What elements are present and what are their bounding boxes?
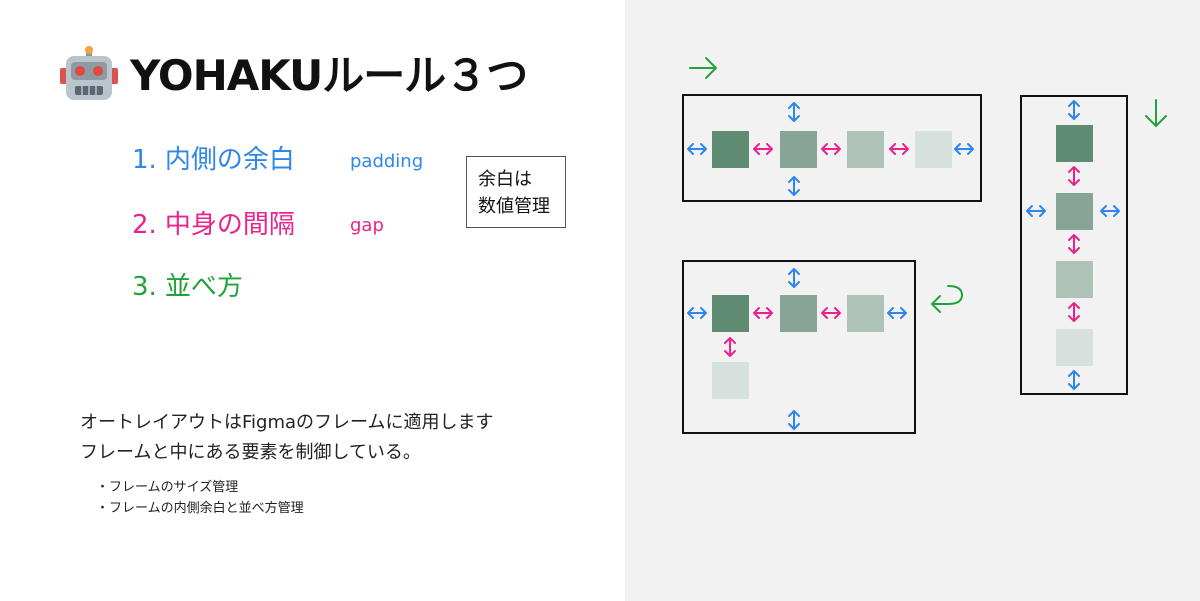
note-line: 数値管理 bbox=[478, 196, 550, 217]
padding-arrow bbox=[887, 307, 907, 319]
padding-arrow bbox=[788, 102, 800, 122]
gap-arrow bbox=[1068, 234, 1080, 254]
description-line: オートレイアウトはFigmaのフレームに適用します bbox=[80, 412, 494, 433]
gap-arrow bbox=[1068, 302, 1080, 322]
page-title: YOHAKUルール３つ bbox=[130, 51, 528, 100]
layout-item bbox=[780, 131, 817, 168]
rule-number: 2. bbox=[132, 210, 157, 240]
layout-item bbox=[847, 131, 884, 168]
gap-arrow bbox=[724, 337, 736, 357]
padding-arrow bbox=[788, 268, 800, 288]
padding-arrow bbox=[954, 143, 974, 155]
wrap-arrow-icon bbox=[930, 285, 964, 313]
rule-direction: 3.並べ方 bbox=[132, 270, 243, 304]
layout-frame bbox=[682, 94, 982, 202]
bullet-item: ・フレームの内側余白と並べ方管理 bbox=[96, 501, 304, 516]
layout-item bbox=[1056, 125, 1093, 162]
padding-arrow bbox=[1068, 100, 1080, 120]
rule-number: 1. bbox=[132, 145, 157, 175]
layout-item bbox=[847, 295, 884, 332]
note-line: 余白は bbox=[478, 169, 532, 190]
rule-gap: 2.中身の間隔 bbox=[132, 208, 295, 242]
note-box: 余白は 数値管理 bbox=[466, 156, 566, 228]
layout-item bbox=[712, 131, 749, 168]
rule-number: 3. bbox=[132, 272, 157, 302]
bullet-item: ・フレームのサイズ管理 bbox=[96, 480, 239, 495]
layout-item bbox=[780, 295, 817, 332]
padding-arrow bbox=[788, 176, 800, 196]
layout-frame bbox=[1020, 95, 1128, 395]
padding-arrow bbox=[1068, 370, 1080, 390]
layout-item bbox=[1056, 193, 1093, 230]
layout-item bbox=[712, 362, 749, 399]
layout-item bbox=[712, 295, 749, 332]
left-panel bbox=[0, 0, 625, 601]
robot-icon bbox=[60, 46, 118, 100]
padding-arrow bbox=[1100, 205, 1120, 217]
padding-arrow bbox=[687, 143, 707, 155]
layout-item bbox=[915, 131, 952, 168]
gap-arrow bbox=[1068, 166, 1080, 186]
gap-arrow bbox=[753, 143, 773, 155]
gap-arrow bbox=[821, 143, 841, 155]
gap-arrow bbox=[753, 307, 773, 319]
rule-sub-label: gap bbox=[350, 215, 384, 236]
gap-arrow bbox=[821, 307, 841, 319]
layout-item bbox=[1056, 329, 1093, 366]
padding-arrow bbox=[788, 410, 800, 430]
padding-arrow bbox=[687, 307, 707, 319]
layout-item bbox=[1056, 261, 1093, 298]
rule-label: 中身の間隔 bbox=[164, 210, 295, 240]
layout-frame bbox=[682, 260, 916, 434]
rule-padding: 1.内側の余白 bbox=[132, 143, 295, 177]
arrow-down-icon bbox=[1145, 99, 1167, 128]
arrow-right-icon bbox=[689, 57, 718, 79]
padding-arrow bbox=[1026, 205, 1046, 217]
gap-arrow bbox=[889, 143, 909, 155]
rule-label: 並べ方 bbox=[164, 272, 243, 302]
rule-sub-label: padding bbox=[350, 151, 424, 172]
rule-label: 内側の余白 bbox=[164, 145, 295, 175]
description-line: フレームと中にある要素を制御している。 bbox=[80, 442, 421, 463]
